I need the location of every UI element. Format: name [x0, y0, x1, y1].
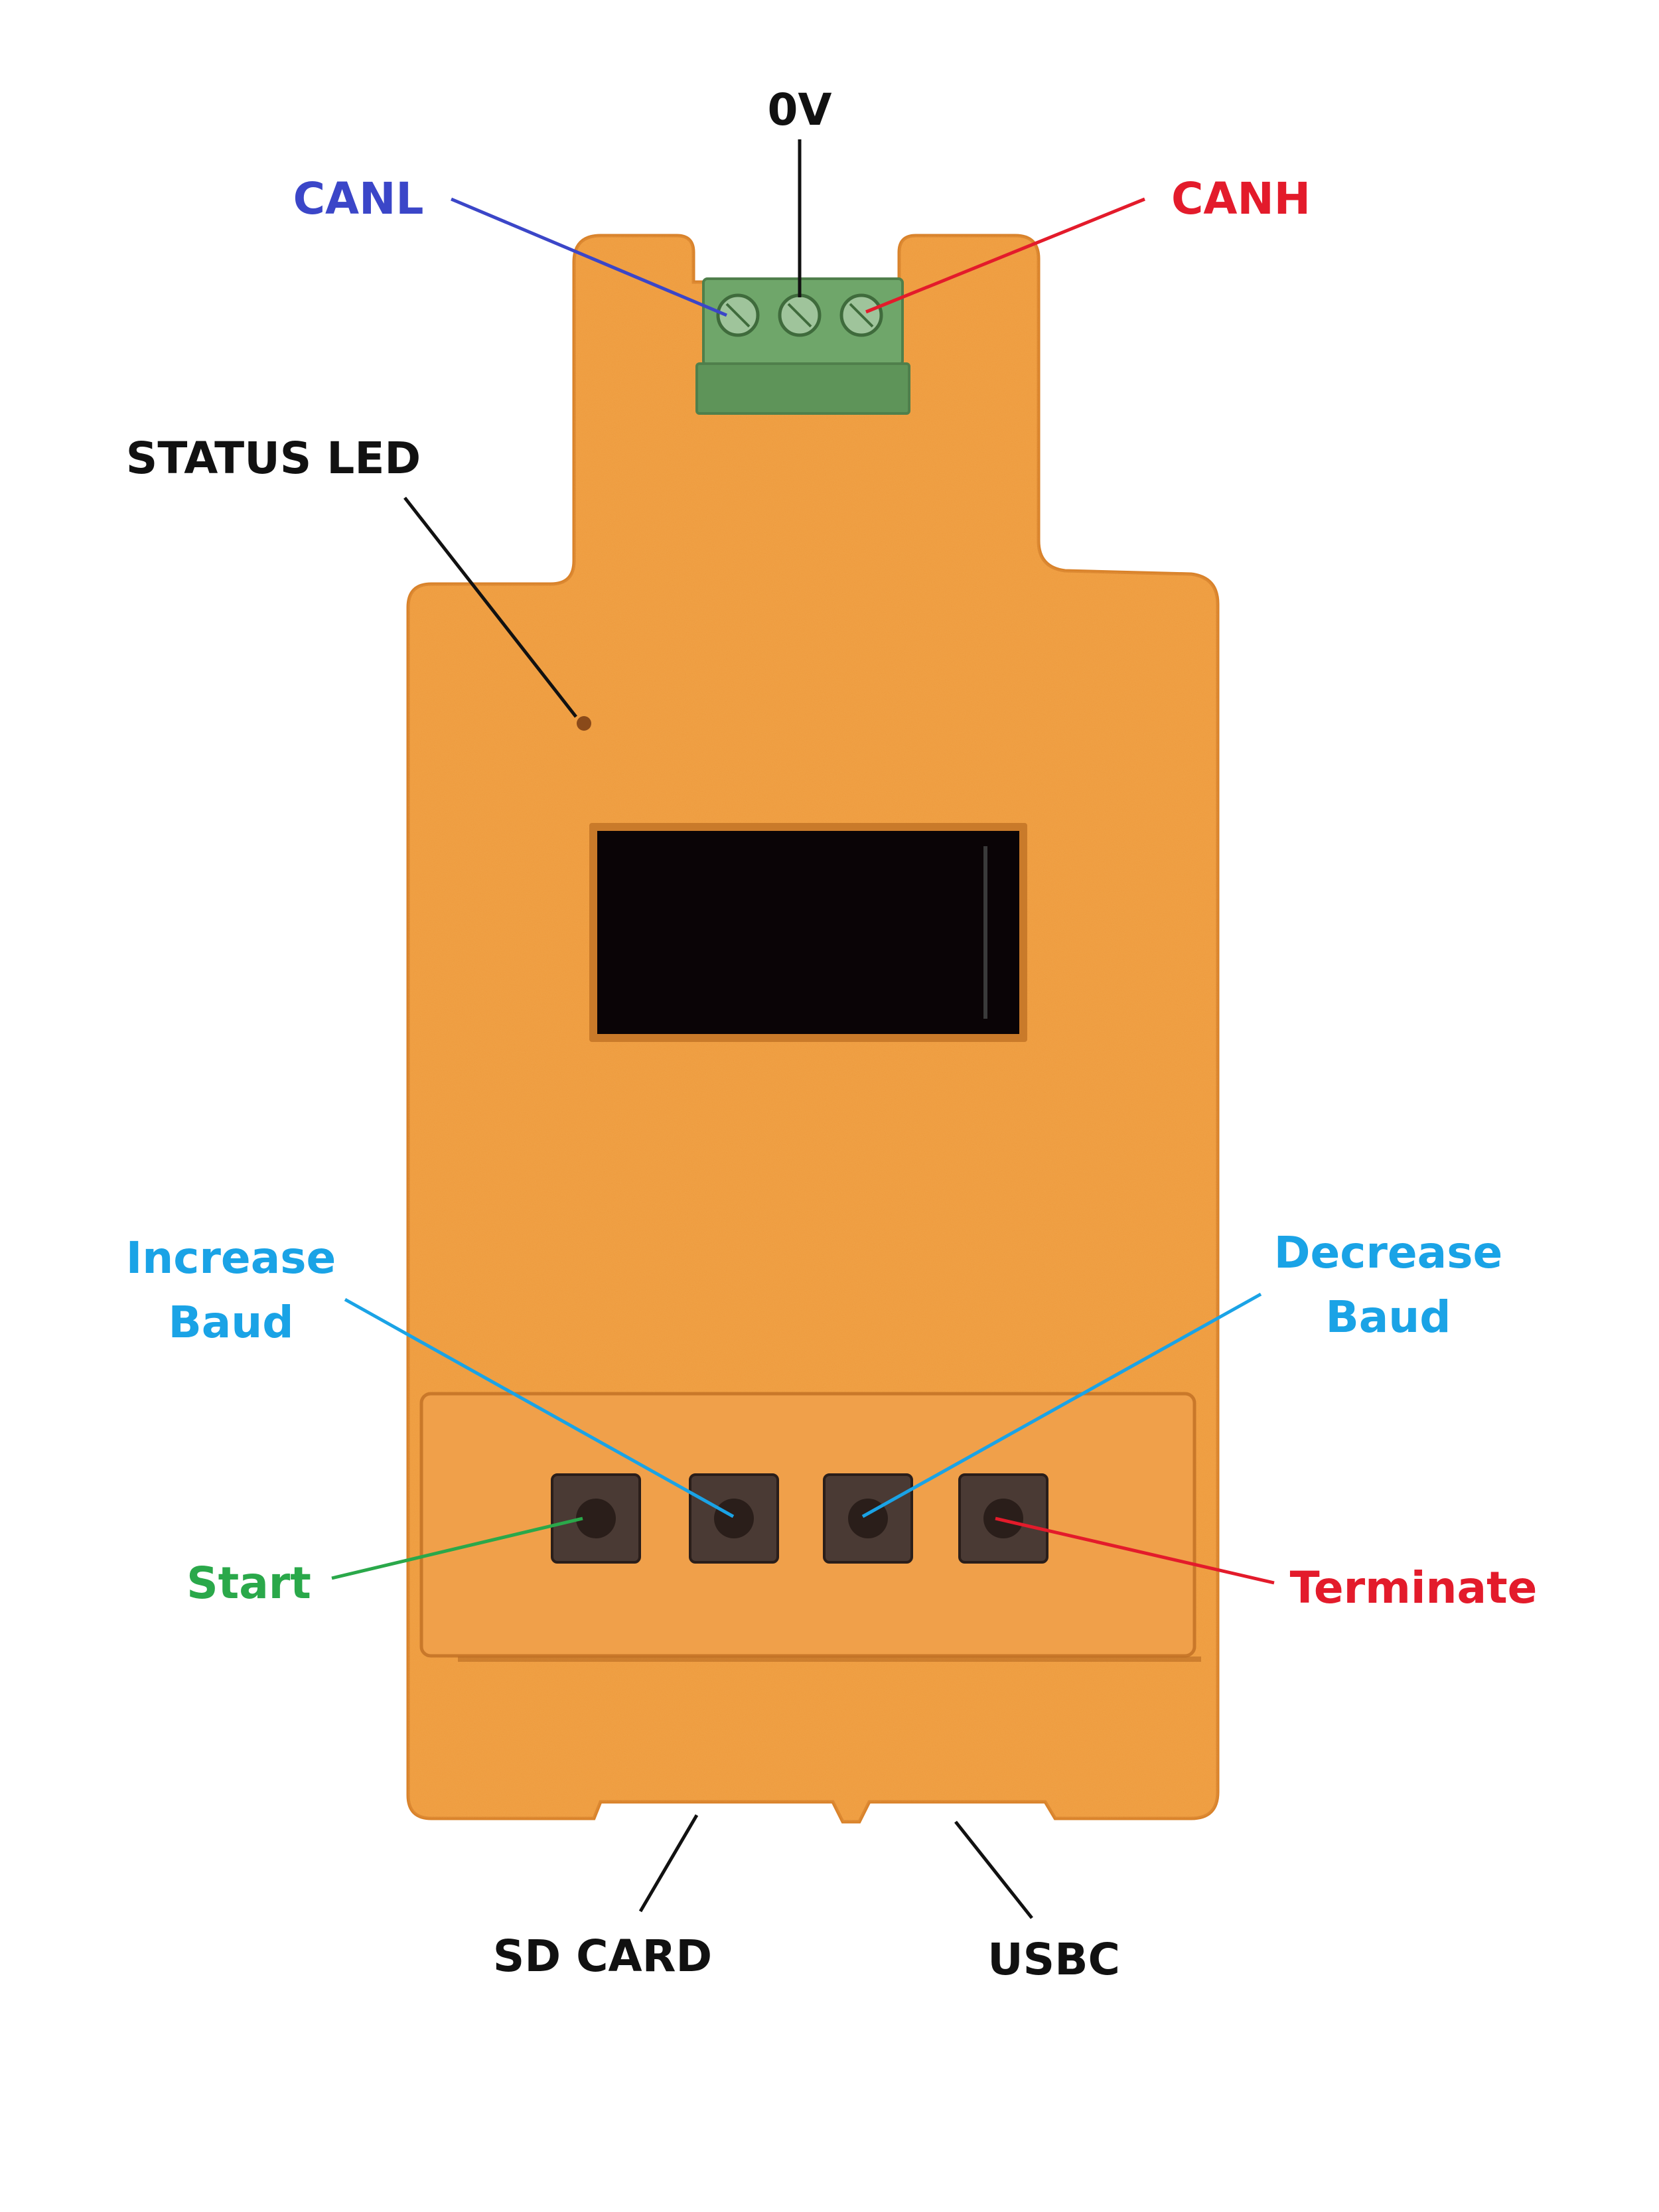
label-canh: CANH: [1171, 173, 1311, 224]
enclosure: [406, 234, 1220, 1824]
oled-display: [589, 823, 1027, 1042]
leader-usbc: [954, 1820, 1033, 1919]
button-terminate-cap: [983, 1499, 1023, 1538]
label-canl: CANL: [293, 173, 424, 224]
button-terminate[interactable]: [958, 1473, 1048, 1564]
terminal-screw-slot: [787, 303, 812, 328]
leader-increase-baud: [344, 1297, 735, 1518]
label-0v: 0V: [767, 84, 831, 135]
leader-sd-card: [638, 1814, 699, 1913]
label-terminate: Terminate: [1290, 1562, 1538, 1613]
button-start-cap: [576, 1499, 616, 1538]
label-decrease-baud-line1: Decrease: [1274, 1227, 1503, 1278]
label-usbc: USBC: [987, 1934, 1120, 1985]
leader-start: [331, 1516, 583, 1580]
callout-labels: 0V CANL CANH STATUS LED Increase Baud De…: [126, 84, 1538, 1985]
label-increase-baud-line1: Increase: [126, 1232, 336, 1284]
leader-terminate: [995, 1516, 1275, 1585]
leader-canh: [865, 197, 1145, 314]
leader-lines: [331, 139, 1275, 1919]
terminal-screw-slot: [725, 303, 751, 328]
leader-status-led: [403, 496, 577, 718]
label-sd-card: SD CARD: [493, 1931, 712, 1982]
terminal-screw-slot: [849, 303, 874, 328]
leader-decrease-baud: [861, 1292, 1262, 1518]
label-status-led: STATUS LED: [126, 433, 421, 484]
display-screen: [597, 831, 1019, 1034]
label-start: Start: [186, 1558, 311, 1609]
button-panel: [419, 1392, 1196, 1658]
leader-canl: [451, 197, 727, 317]
status-led: [577, 716, 591, 731]
label-decrease-baud-line2: Baud: [1325, 1291, 1451, 1343]
button-increase-baud-cap: [714, 1499, 754, 1538]
label-increase-baud-line2: Baud: [168, 1297, 293, 1348]
terminal-block-bottom: [695, 362, 910, 415]
button-decrease-baud[interactable]: [823, 1473, 913, 1564]
button-start[interactable]: [551, 1473, 641, 1564]
button-increase-baud[interactable]: [689, 1473, 779, 1564]
terminal-block: [695, 277, 910, 415]
